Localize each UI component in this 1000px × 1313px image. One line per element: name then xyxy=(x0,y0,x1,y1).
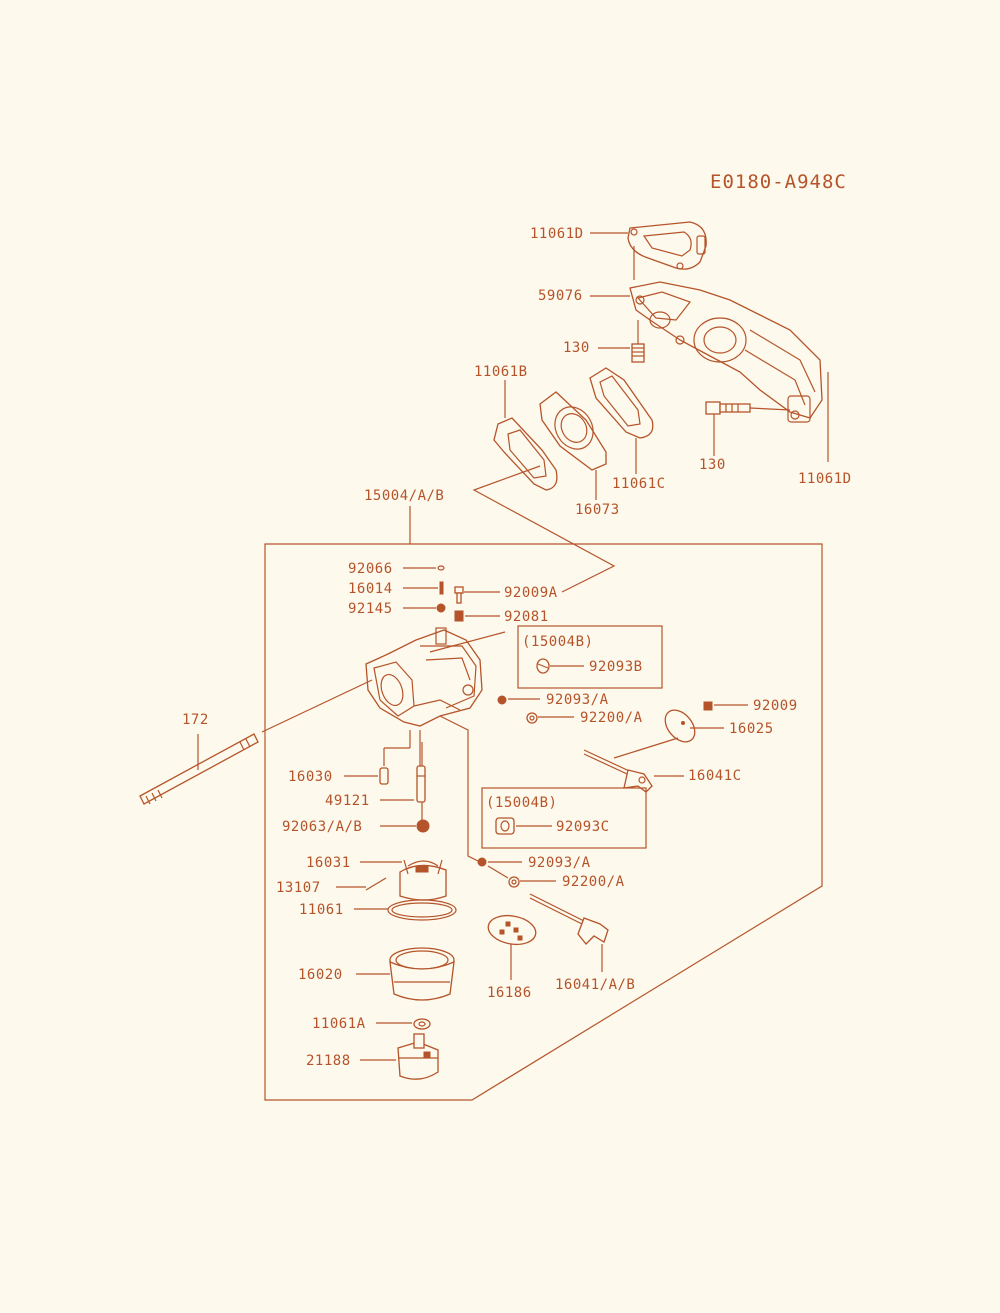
gasket-11061B xyxy=(493,417,558,491)
box-15004B-1 xyxy=(517,625,663,689)
bolt-130-a xyxy=(631,320,645,363)
label-16186: 16186 xyxy=(487,985,532,1001)
label-21188: 21188 xyxy=(306,1053,351,1069)
choke-plate-16025 xyxy=(664,709,696,743)
choke-shaft-16041C xyxy=(583,749,653,793)
gasket-11061 xyxy=(387,899,457,921)
throttle-plate-16186 xyxy=(487,914,537,946)
label-11061: 11061 xyxy=(299,902,344,918)
gasket-11061D-top xyxy=(627,221,707,270)
stud-172 xyxy=(139,733,259,805)
label-16025: 16025 xyxy=(729,721,774,737)
label-172: 172 xyxy=(182,712,209,728)
diagram-code: E0180-A948C xyxy=(710,171,847,193)
label-15004AB: 15004/A/B xyxy=(364,488,444,504)
label-11061D-top: 11061D xyxy=(530,226,584,242)
spacer-16073 xyxy=(539,391,607,471)
part-92093C xyxy=(495,817,515,835)
label-92066: 92066 xyxy=(348,561,393,577)
label-16030: 16030 xyxy=(288,769,333,785)
label-130-b: 130 xyxy=(699,457,726,473)
label-16031: 16031 xyxy=(306,855,351,871)
solenoid-21188 xyxy=(397,1033,439,1080)
label-11061A: 11061A xyxy=(312,1016,366,1032)
label-16041C: 16041C xyxy=(688,768,742,784)
label-130-a: 130 xyxy=(563,340,590,356)
part-49121 xyxy=(416,765,426,803)
label-92200A-2: 92200/A xyxy=(562,874,625,890)
carburetor-kit-frame xyxy=(264,506,823,1101)
label-92093C: 92093C xyxy=(556,819,610,835)
carburetor-body xyxy=(365,627,483,727)
label-92093A-2: 92093/A xyxy=(528,855,591,871)
washer-92200A-1 xyxy=(526,712,538,724)
gasket-11061C xyxy=(589,367,654,439)
label-11061D-right: 11061D xyxy=(798,471,852,487)
washer-92200A-2 xyxy=(508,876,520,888)
label-16073: 16073 xyxy=(575,502,620,518)
label-16041AB: 16041/A/B xyxy=(555,977,635,993)
label-92093A-1: 92093/A xyxy=(546,692,609,708)
label-92200A-1: 92200/A xyxy=(580,710,643,726)
label-92009: 92009 xyxy=(753,698,798,714)
part-92081 xyxy=(454,610,464,622)
part-92093B xyxy=(536,658,550,674)
label-92093B: 92093B xyxy=(589,659,643,675)
pin-13107 xyxy=(365,877,387,891)
box-15004B-2 xyxy=(481,787,647,849)
intake-manifold-59076 xyxy=(629,281,823,423)
label-92009A: 92009A xyxy=(504,585,558,601)
float-16031 xyxy=(399,859,447,901)
part-16030 xyxy=(379,767,389,785)
washer-11061A xyxy=(413,1018,431,1030)
part-92093A-2 xyxy=(477,857,487,867)
box2-title: (15004B) xyxy=(486,795,557,811)
throttle-shaft-16041AB xyxy=(529,893,609,945)
screw-92009 xyxy=(703,701,713,711)
label-13107: 13107 xyxy=(276,880,321,896)
bolt-130-b xyxy=(705,401,791,415)
label-11061B: 11061B xyxy=(474,364,528,380)
part-92093A-1 xyxy=(497,695,507,705)
label-49121: 49121 xyxy=(325,793,370,809)
float-bowl-16020 xyxy=(389,947,455,1001)
label-92081: 92081 xyxy=(504,609,549,625)
label-16020: 16020 xyxy=(298,967,343,983)
screw-92009A xyxy=(454,586,464,604)
box1-title: (15004B) xyxy=(522,634,593,650)
label-16014: 16014 xyxy=(348,581,393,597)
label-59076: 59076 xyxy=(538,288,583,304)
part-92066 xyxy=(437,565,445,571)
label-92145: 92145 xyxy=(348,601,393,617)
label-92063AB: 92063/A/B xyxy=(282,819,362,835)
label-11061C: 11061C xyxy=(612,476,666,492)
part-16014 xyxy=(439,581,444,595)
part-92145 xyxy=(436,603,446,613)
part-92063AB xyxy=(416,819,430,833)
